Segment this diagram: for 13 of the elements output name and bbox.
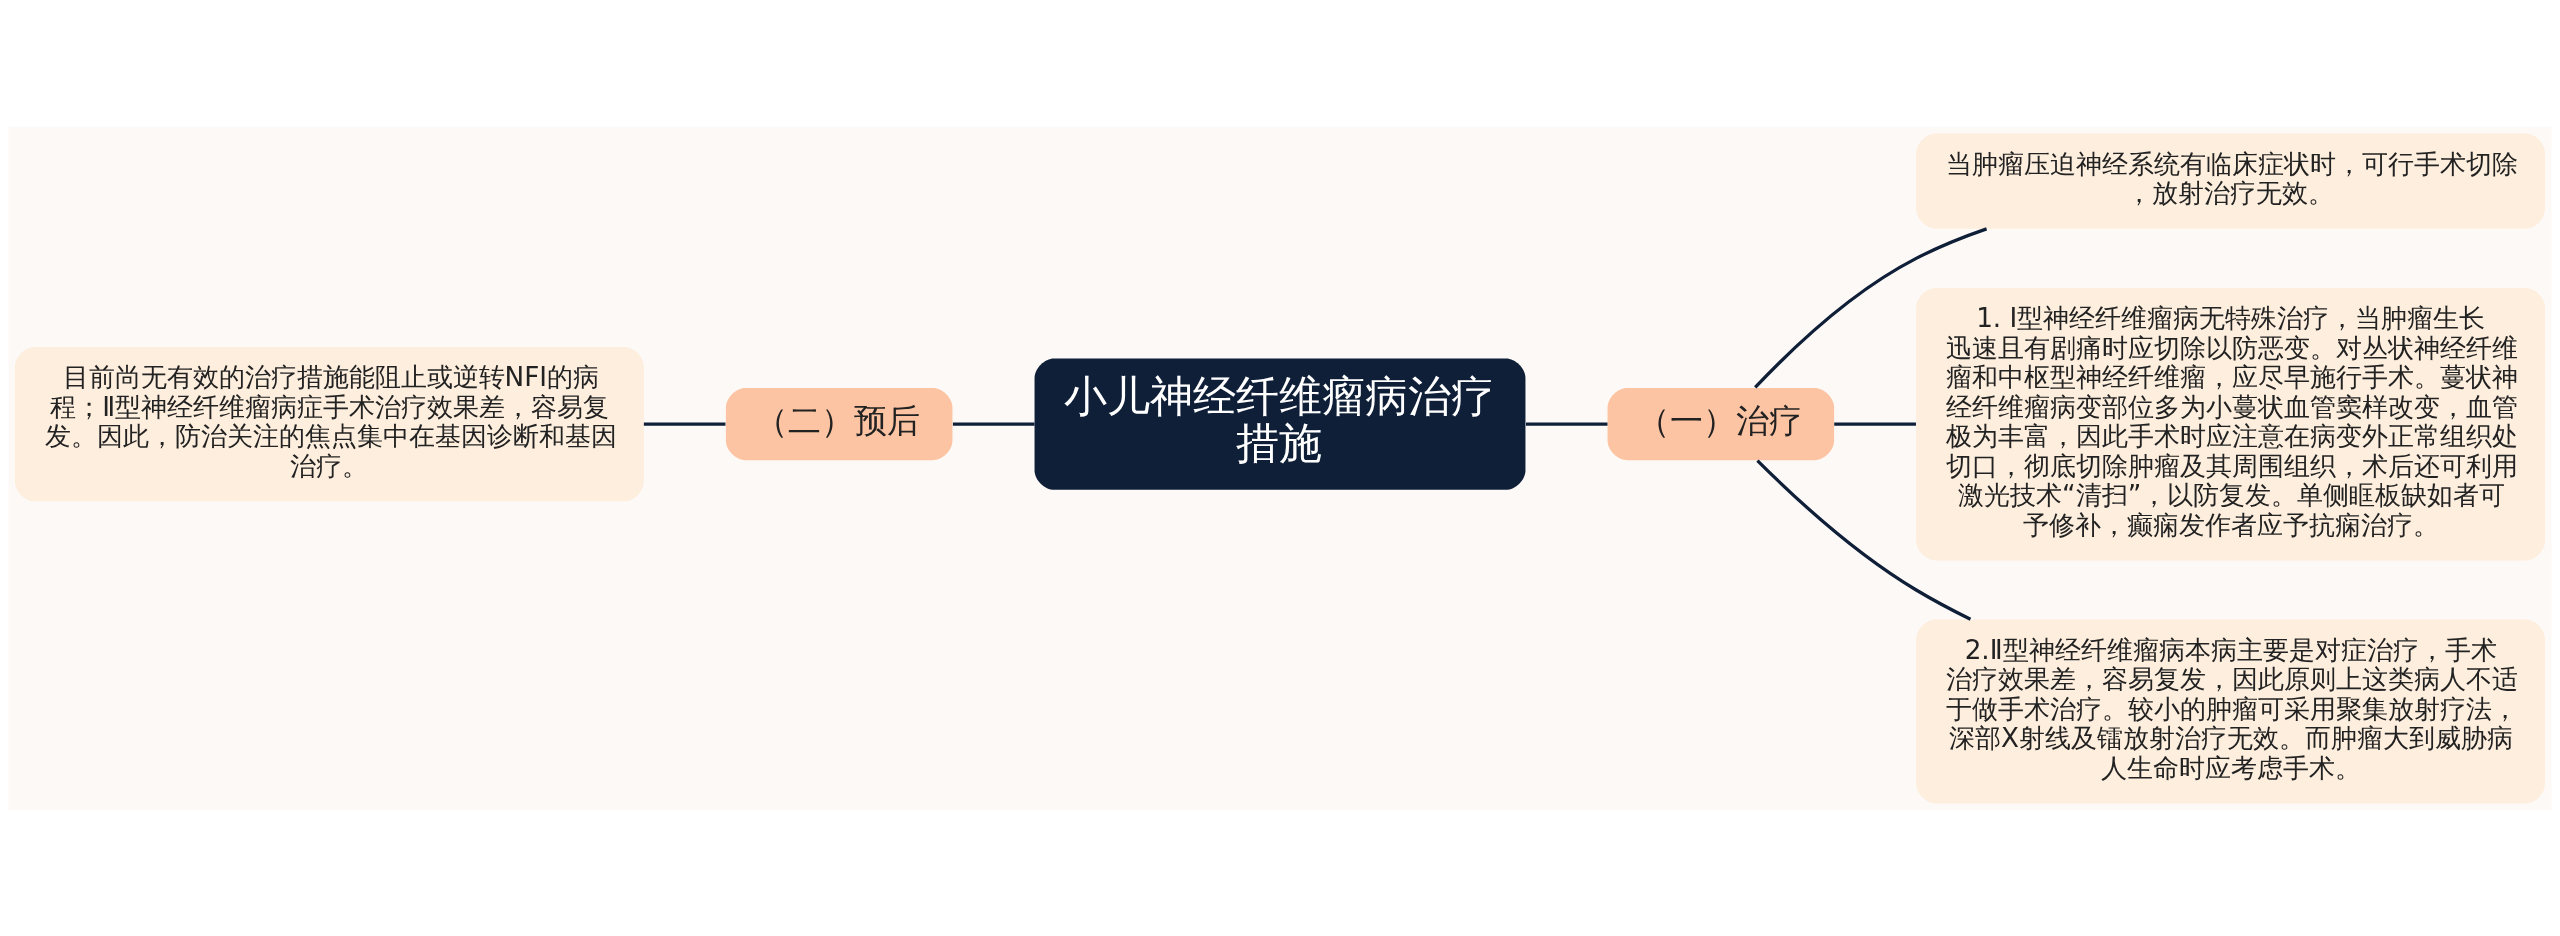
node-box: （一）治疗 bbox=[1607, 387, 1835, 460]
node-box: 目前尚无有效的治疗措施能阻止或逆转NFⅠ的病程；Ⅱ型神经纤维瘤病症手术治疗效果差，容易复发。因此，防治关注的焦点集中在基因诊断和基因治疗。 bbox=[14, 346, 644, 501]
connector bbox=[1526, 422, 1608, 426]
connector bbox=[952, 422, 1035, 426]
connector bbox=[1834, 422, 1916, 426]
node-box: 2.Ⅱ型神经纤维瘤病本病主要是对症治疗，手术治疗效果差，容易复发，因此原则上这类病人不适于做手术治疗。较小的肿瘤可采用聚集放射疗法，深部X射线及镭放射治疗无效。而肿瘤大到威胁病人生命时应考虑手术。 bbox=[1916, 619, 2546, 803]
connector bbox=[1754, 226, 1988, 389]
node-box: 小儿神经纤维瘤病治疗措施 bbox=[1034, 358, 1526, 490]
connector bbox=[1756, 458, 1972, 621]
node-box: 1. Ⅰ型神经纤维瘤病无特殊治疗，当肿瘤生长迅速且有剧痛时应切除以防恶变。对丛状神经纤维瘤和中枢型神经纤维瘤，应尽早施行手术。蔓状神经纤维瘤病变部位多为小蔓状血管窦样改变，血管极为丰富，因此手术时应注意在病变外正常组织处切口，彻底切除肿瘤及其周围组织，术后还可利用激光技术“清扫”，以防复发。单侧眶板缺如者可予修补，癫痫发作者应予抗痫治疗。 bbox=[1916, 287, 2546, 560]
node-box: 当肿瘤压迫神经系统有临床症状时，可行手术切除，放射治疗无效。 bbox=[1916, 133, 2546, 229]
connector bbox=[643, 422, 726, 426]
node-box: （二）预后 bbox=[725, 387, 953, 460]
